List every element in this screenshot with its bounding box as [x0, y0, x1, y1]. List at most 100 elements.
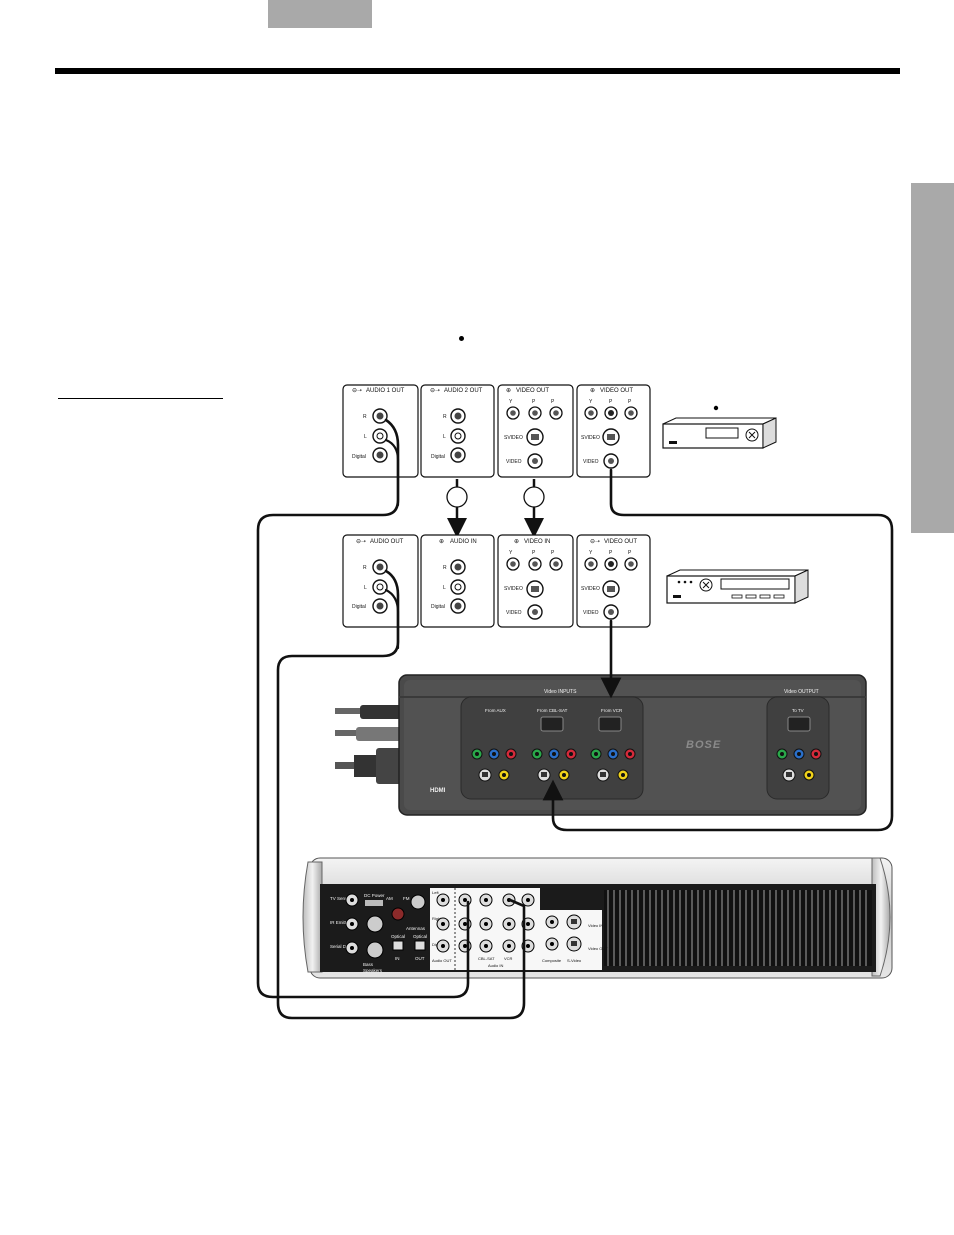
- panel-title: AUDIO 1 OUT: [366, 388, 405, 394]
- arrow-out-icon: ⊖➝: [352, 388, 362, 394]
- header-tab: [268, 0, 372, 28]
- source-audio2-panel: ⊖➝ AUDIO 2 OUT R L Digital: [420, 384, 495, 478]
- svg-text:IR Emitter: IR Emitter: [330, 920, 351, 925]
- svg-text:AUDIO OUT: AUDIO OUT: [370, 539, 404, 545]
- vent-grille: [604, 890, 872, 966]
- svg-text:HDMI: HDMI: [430, 788, 446, 794]
- svg-text:AUDIO 2 OUT: AUDIO 2 OUT: [444, 388, 483, 394]
- top-rule: [55, 68, 900, 74]
- svg-text:VIDEO OUT: VIDEO OUT: [604, 539, 637, 545]
- svg-text:R: R: [363, 414, 367, 420]
- svg-text:Y: Y: [509, 550, 513, 556]
- source-audio1-panel: ⊖➝ AUDIO 1 OUT R L Digital: [342, 384, 419, 478]
- svg-text:From VCR: From VCR: [601, 708, 623, 713]
- svg-text:Right: Right: [432, 916, 442, 921]
- dest-video-out-panel: ⊖➝ VIDEO OUT Y P P SVIDEO VIDEO: [576, 534, 651, 628]
- svg-text:Video OUTPUT: Video OUTPUT: [784, 689, 819, 695]
- svg-text:VIDEO: VIDEO: [506, 610, 522, 616]
- svg-text:VIDEO IN: VIDEO IN: [524, 539, 550, 545]
- svg-text:Antennas: Antennas: [406, 926, 426, 931]
- svg-text:⊕: ⊕: [514, 539, 519, 545]
- svg-text:L: L: [443, 434, 446, 440]
- svg-text:AM: AM: [386, 896, 393, 901]
- svg-text:Left: Left: [432, 890, 440, 895]
- media-console: TV Sensor IR Emitter Serial Data DC Powe…: [302, 857, 893, 979]
- dest-video-in-panel: ⊕ VIDEO IN Y P P SVIDEO VIDEO: [497, 534, 574, 628]
- svg-text:⊕: ⊕: [439, 539, 444, 545]
- callout-circle-2: [523, 486, 545, 508]
- svg-text:⊕: ⊕: [590, 388, 595, 394]
- svg-text:⊕: ⊕: [506, 388, 511, 394]
- svg-text:TV Sensor: TV Sensor: [330, 896, 352, 901]
- svg-text:FM: FM: [403, 896, 410, 901]
- svg-text:OUT: OUT: [415, 956, 425, 961]
- svg-text:P: P: [551, 550, 555, 556]
- svg-text:⊖➝: ⊖➝: [430, 388, 440, 394]
- svg-text:Composite: Composite: [542, 958, 562, 963]
- caption-rule: [58, 398, 223, 399]
- svg-text:CBL-SAT: CBL-SAT: [478, 956, 495, 961]
- svg-text:IN: IN: [395, 956, 400, 961]
- source-video-out-panel: ⊕ VIDEO OUT Y P P SVIDEO VIDEO: [497, 384, 574, 478]
- svg-text:P: P: [551, 399, 555, 405]
- svg-text:Digital: Digital: [352, 604, 366, 610]
- cable-video-to-switcher: [542, 468, 894, 832]
- svg-text:VIDEO: VIDEO: [583, 610, 599, 616]
- svg-text:To TV: To TV: [792, 708, 804, 713]
- svg-text:P: P: [628, 550, 632, 556]
- svg-text:BOSE: BOSE: [686, 739, 721, 751]
- svg-text:VIDEO: VIDEO: [506, 459, 522, 465]
- callout-circle-1: [446, 486, 468, 508]
- svg-text:R: R: [443, 414, 447, 420]
- bullet-dot: [459, 336, 464, 341]
- svg-text:L: L: [443, 585, 446, 591]
- svg-text:SVIDEO: SVIDEO: [581, 586, 600, 592]
- source-video-out2-panel: ⊕ VIDEO OUT Y P P SVIDEO VIDEO: [576, 384, 651, 478]
- dvd-player-icon: [662, 405, 777, 449]
- svg-text:Bass: Bass: [363, 962, 374, 967]
- svg-text:Speakers: Speakers: [363, 968, 383, 973]
- svg-text:S-Video: S-Video: [567, 958, 582, 963]
- svg-text:VIDEO: VIDEO: [583, 459, 599, 465]
- dest-audio-out-panel: ⊖➝ AUDIO OUT R L Digital: [342, 534, 419, 628]
- svg-text:VIDEO OUT: VIDEO OUT: [516, 388, 549, 394]
- svg-text:SVIDEO: SVIDEO: [504, 586, 523, 592]
- svg-text:P: P: [628, 399, 632, 405]
- svg-text:Serial Data: Serial Data: [330, 944, 353, 949]
- side-tab: [911, 183, 954, 533]
- cable-audioout-to-console: [276, 569, 526, 1020]
- svg-text:⊖➝: ⊖➝: [356, 539, 366, 545]
- svg-text:Digital: Digital: [431, 604, 445, 610]
- callout-arrows: [446, 479, 545, 538]
- svg-text:P: P: [532, 399, 536, 405]
- svg-text:Optical: Optical: [413, 934, 427, 939]
- svg-text:VCR: VCR: [504, 956, 513, 961]
- vcr-icon: [666, 569, 809, 604]
- svg-text:From AUX: From AUX: [485, 708, 506, 713]
- svg-text:Optical: Optical: [391, 934, 405, 939]
- svg-text:Y: Y: [509, 399, 513, 405]
- svg-text:SVIDEO: SVIDEO: [581, 435, 600, 441]
- svg-text:Digital: Digital: [431, 454, 445, 460]
- svg-text:⊖➝: ⊖➝: [590, 539, 600, 545]
- svg-text:P: P: [609, 550, 613, 556]
- svg-text:VIDEO OUT: VIDEO OUT: [600, 388, 633, 394]
- svg-text:R: R: [443, 565, 447, 571]
- svg-text:Video INPUTS: Video INPUTS: [544, 689, 577, 695]
- svg-text:Video IN: Video IN: [588, 923, 603, 928]
- svg-text:Y: Y: [589, 399, 593, 405]
- cable-audio1-to-console: [256, 418, 470, 999]
- svg-text:Digital: Digital: [352, 454, 366, 460]
- svg-text:SVIDEO: SVIDEO: [504, 435, 523, 441]
- svg-text:Audio OUT: Audio OUT: [432, 958, 452, 963]
- svg-text:Audio IN: Audio IN: [488, 963, 503, 968]
- hdmi-switcher: Video INPUTS Video OUTPUT From AUX From …: [335, 674, 867, 816]
- svg-text:Video OUT: Video OUT: [588, 946, 608, 951]
- svg-text:P: P: [609, 399, 613, 405]
- svg-text:R: R: [363, 565, 367, 571]
- svg-text:AUDIO IN: AUDIO IN: [450, 539, 477, 545]
- svg-text:L: L: [364, 585, 367, 591]
- svg-text:From CBL-SAT: From CBL-SAT: [537, 708, 568, 713]
- svg-text:DC Power: DC Power: [364, 893, 385, 898]
